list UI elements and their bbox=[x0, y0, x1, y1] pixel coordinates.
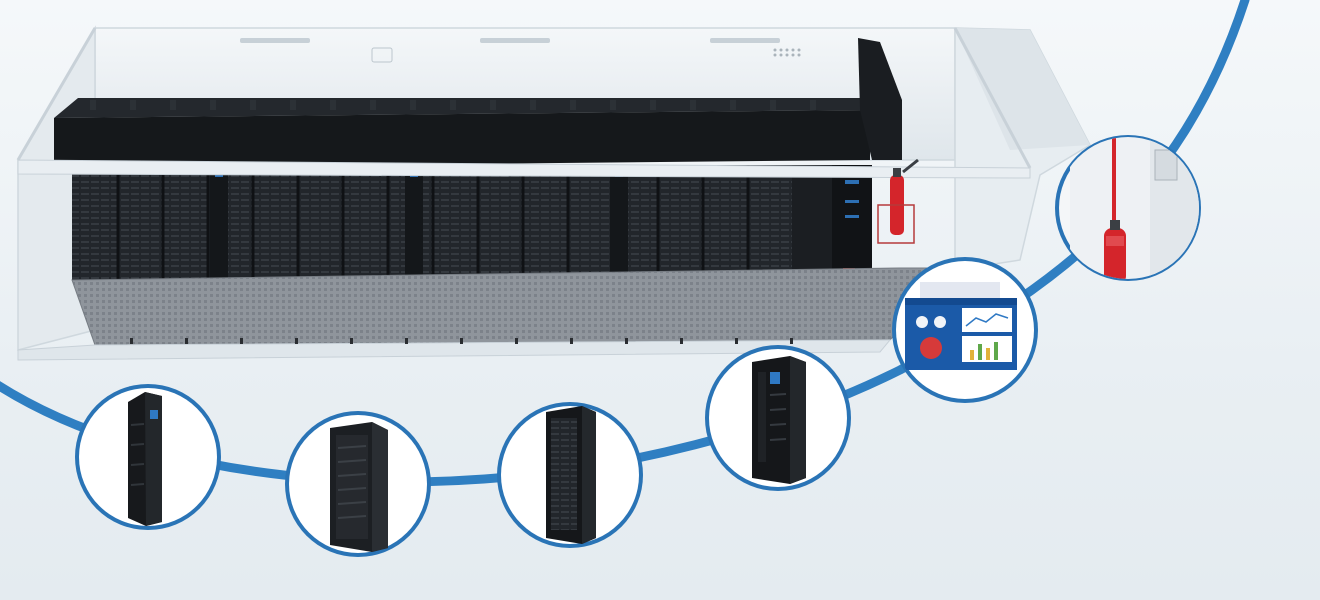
server-rack-icon bbox=[330, 422, 388, 552]
server-rack-bubble[interactable] bbox=[285, 411, 431, 557]
raised-floor bbox=[71, 267, 957, 346]
network-cabinet-icon bbox=[546, 406, 596, 544]
ups-power-cabinet-bubble[interactable] bbox=[705, 345, 851, 491]
monitoring-software-bubble[interactable] bbox=[892, 257, 1038, 403]
container-fire-extinguisher-icon bbox=[877, 158, 919, 244]
ups-cabinet-icon bbox=[752, 356, 806, 484]
fire-suppression-bubble[interactable] bbox=[1055, 135, 1210, 285]
container-front-rail bbox=[17, 159, 1031, 179]
in-row-ac-icon bbox=[128, 392, 162, 526]
monitoring-dashboard-icon bbox=[905, 282, 1017, 370]
fire-extinguisher-icon bbox=[1070, 137, 1199, 279]
aisle-containment bbox=[54, 38, 902, 168]
in-row-cooling-unit-bubble[interactable] bbox=[75, 384, 221, 530]
rack-row bbox=[72, 165, 872, 280]
network-cabinet-bubble[interactable] bbox=[497, 402, 643, 548]
